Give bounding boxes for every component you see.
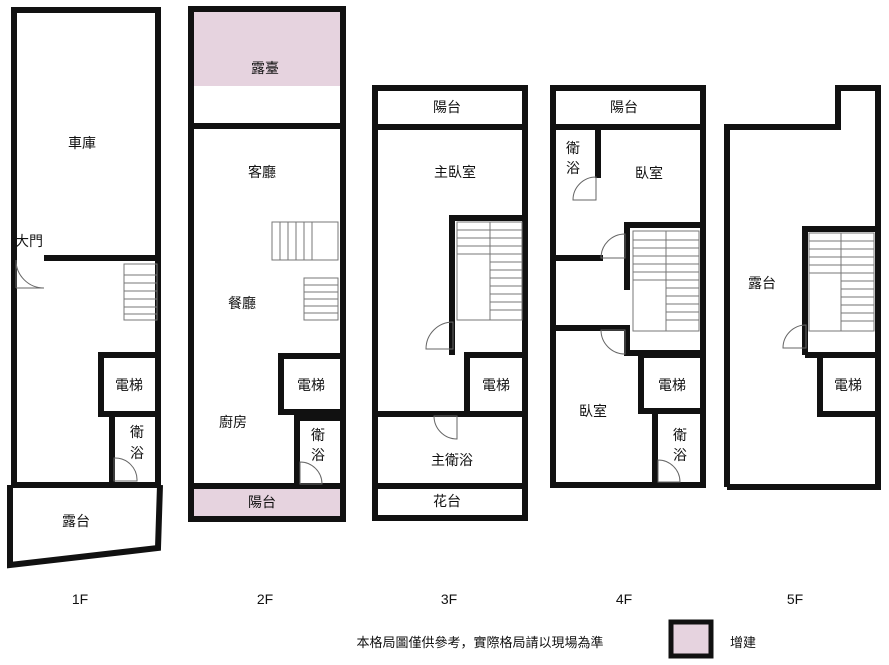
- 2f-balcony-extension: [194, 486, 340, 516]
- 1f-bath-label-1: 衛: [130, 425, 144, 441]
- 4f-stairs: [632, 230, 700, 332]
- 1f-stairs: [123, 263, 158, 321]
- 4f-balcony-label: 陽台: [610, 100, 638, 116]
- 4f-stair-core-lower-wall: [553, 325, 703, 356]
- 1f-floor-label: 1F: [72, 591, 88, 607]
- 3f-elevator-label: 電梯: [482, 378, 510, 394]
- 3f-planter-label: 花台: [433, 494, 461, 510]
- legend-swatch: [668, 619, 714, 659]
- 2f-bath-door-icon: [299, 461, 323, 485]
- 4f-upper-door-icon: [600, 233, 626, 259]
- 4f-bottom-bedroom-label: 臥室: [579, 403, 607, 420]
- 4f-outer-wall: [550, 85, 706, 488]
- 2f-elevator-label: 電梯: [297, 378, 325, 394]
- 2f-balcony-label: 陽台: [248, 495, 276, 511]
- 1f-garage-label: 車庫: [68, 135, 96, 152]
- 1f-terrace-label: 露台: [62, 514, 90, 530]
- floor-4f: 陽台 衛 浴 臥室 臥室 電梯 衛 浴 4F: [550, 85, 706, 607]
- 1f-bath-door-icon: [113, 457, 138, 482]
- 4f-top-bedroom-label: 臥室: [635, 165, 663, 182]
- 4f-bottom-bath-door-icon: [657, 459, 681, 483]
- 4f-top-bath-door-icon: [572, 176, 597, 201]
- 5f-floor-label: 5F: [787, 591, 803, 607]
- 5f-elevator-shaft: [817, 352, 881, 417]
- 5f-stair-core-wall: [802, 226, 878, 355]
- footer: 本格局圖僅供參考，實際格局請以現場為準 增建: [356, 619, 756, 659]
- 5f-outer-wall: [724, 85, 881, 490]
- 2f-bath-label-1: 衛: [311, 428, 325, 444]
- 2f-stairs: [271, 221, 339, 321]
- floor-5f: 露台 電梯 5F: [724, 85, 881, 607]
- 2f-elevator-shaft: [278, 353, 346, 415]
- 2f-kitchen-label: 廚房: [219, 414, 247, 431]
- 2f-outer-wall: [188, 6, 346, 522]
- 3f-bath-door-icon: [433, 415, 458, 440]
- 5f-stair-door-icon: [782, 324, 807, 349]
- 1f-terrace-wall: [7, 484, 163, 569]
- 2f-living-label: 客廳: [248, 164, 276, 181]
- legend-label: 增建: [730, 636, 756, 651]
- 5f-stairs: [808, 232, 875, 332]
- 4f-top-bath-label-2: 浴: [566, 161, 580, 177]
- 4f-elevator-shaft: [638, 352, 706, 414]
- 3f-stairs: [456, 221, 523, 321]
- 1f-bath-wall: [109, 411, 158, 485]
- 4f-elevator-label: 電梯: [658, 378, 686, 394]
- 3f-elevator-shaft: [464, 352, 528, 417]
- 2f-floor-label: 2F: [257, 591, 273, 607]
- 5f-elevator-label: 電梯: [834, 378, 862, 394]
- 3f-master-bedroom-label: 主臥室: [434, 164, 476, 181]
- 2f-bath-wall: [294, 415, 343, 486]
- disclaimer-text: 本格局圖僅供參考，實際格局請以現場為準: [356, 635, 603, 651]
- 4f-bottom-bath-label-1: 衛: [673, 428, 687, 444]
- 1f-bath-label-2: 浴: [130, 446, 144, 462]
- 2f-roof-terrace-label: 露臺: [251, 61, 279, 77]
- 5f-terrace-label: 露台: [748, 276, 776, 292]
- floor-2f: 露臺 客廳 餐廳 廚房 電梯 衛 浴 陽台 2F: [188, 6, 346, 607]
- 2f-dining-label: 餐廳: [228, 295, 256, 312]
- floor-3f: 陽台 主臥室 電梯 主衛浴 花台 3F: [372, 85, 528, 607]
- 3f-outer-wall: [372, 85, 528, 521]
- 3f-master-bath-label: 主衛浴: [431, 453, 473, 469]
- 3f-balcony-label: 陽台: [433, 100, 461, 116]
- 3f-stair-door-icon: [425, 321, 454, 350]
- 2f-bath-label-2: 浴: [311, 448, 325, 464]
- 3f-stair-core-wall: [449, 215, 525, 355]
- 1f-garage-wall: [11, 7, 161, 258]
- 1f-main-door-label: 大門: [15, 234, 43, 250]
- 3f-floor-label: 3F: [441, 591, 457, 607]
- 2f-roof-terrace-extension: [194, 12, 340, 86]
- 1f-door-icon: [15, 259, 45, 289]
- 4f-top-bath-label-1: 衛: [566, 141, 580, 157]
- 4f-lower-door-icon: [600, 329, 626, 355]
- floor-1f: 車庫 大門 電梯 衛 浴 露台 1F: [7, 7, 163, 607]
- 1f-elevator-label: 電梯: [115, 378, 143, 394]
- 4f-stair-core-upper-wall: [624, 222, 703, 290]
- 4f-floor-label: 4F: [616, 591, 632, 607]
- 4f-bottom-bath-label-2: 浴: [673, 448, 687, 464]
